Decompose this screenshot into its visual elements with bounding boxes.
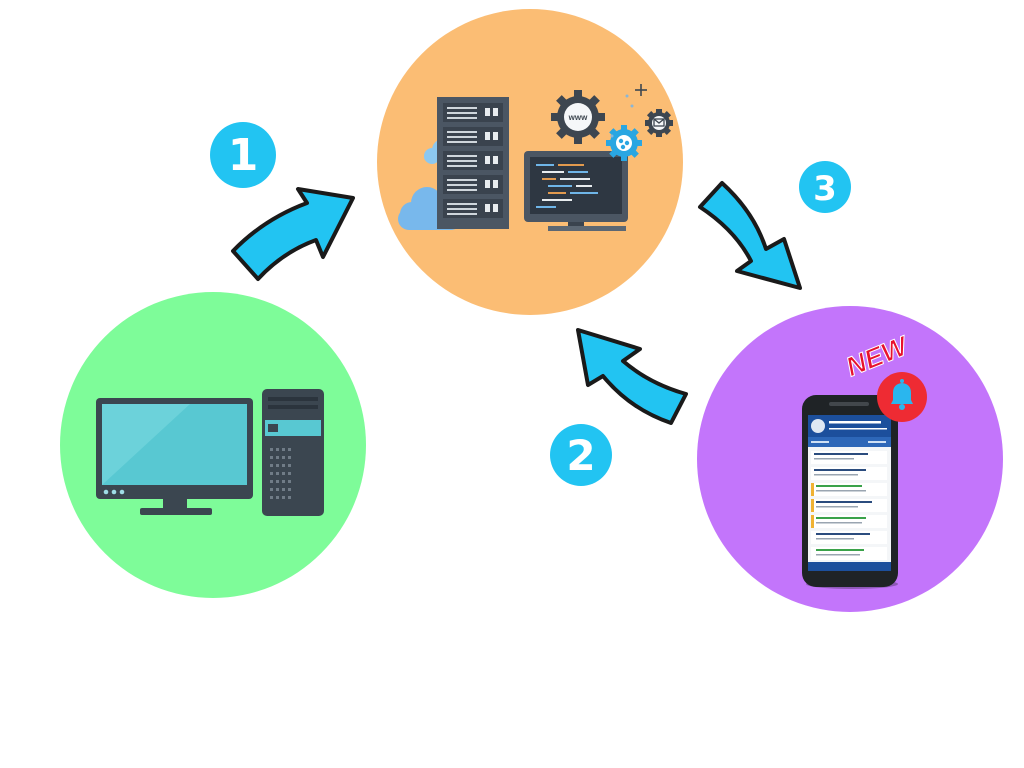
arrow-phone-to-server — [576, 328, 688, 425]
notification-bell-icon — [877, 372, 927, 422]
phone-app-tabs — [808, 437, 891, 447]
app-logo-icon — [811, 419, 825, 433]
step-number-1: 1 — [228, 130, 259, 181]
desktop-tower-vents — [270, 448, 291, 499]
sparkle-small-icon — [610, 94, 634, 138]
step-badge-2: 2 — [550, 424, 612, 486]
server-monitor-base — [548, 226, 626, 231]
gear-users-icon — [606, 125, 642, 161]
desktop-computer-icon — [96, 389, 324, 516]
step-badge-3: 3 — [799, 161, 851, 213]
step-badge-1: 1 — [210, 122, 276, 188]
server-rack-vents — [447, 107, 477, 215]
phone-speaker — [829, 402, 869, 406]
server-rack-lights — [485, 108, 498, 212]
phone-app-list — [811, 451, 887, 560]
sparkle-icon — [635, 84, 647, 96]
smartphone-icon — [802, 395, 898, 589]
step-number-3: 3 — [813, 169, 837, 209]
gear-mail-icon — [645, 109, 673, 137]
server-monitor-stand — [568, 222, 584, 228]
server-computer-icon: www — [398, 84, 673, 231]
code-lines — [536, 164, 598, 208]
phone-app-header — [808, 415, 891, 437]
phone-app-footer — [808, 562, 891, 571]
arrow-server-to-phone — [698, 181, 802, 290]
www-label: www — [568, 113, 588, 122]
desktop-tower-drive — [265, 420, 321, 436]
step-number-2: 2 — [566, 431, 595, 480]
desktop-monitor-base — [140, 508, 212, 515]
desktop-power-lights — [103, 489, 125, 495]
gear-www-icon: www — [551, 90, 605, 144]
arrow-desktop-to-server — [231, 187, 355, 281]
